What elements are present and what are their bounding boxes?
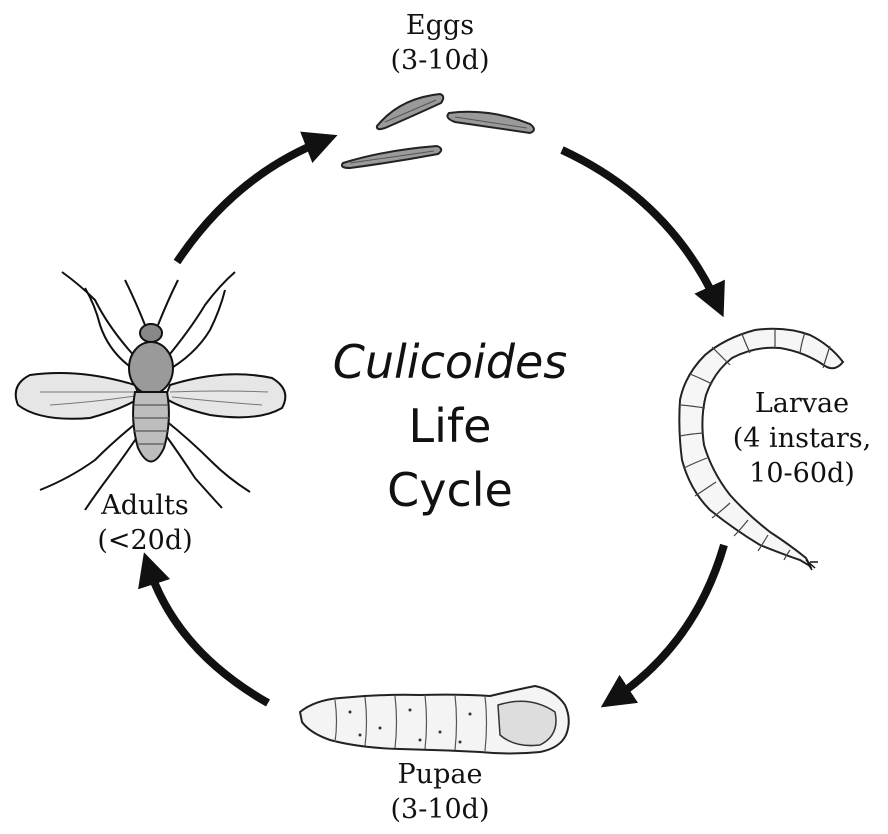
title-line2: Life bbox=[270, 394, 630, 458]
larvae-label: Larvae (4 instars, 10-60d) bbox=[716, 386, 888, 491]
diagram-title: Culicoides Life Cycle bbox=[270, 330, 630, 522]
larvae-duration-line1: (4 instars, bbox=[716, 421, 888, 456]
title-genus: Culicoides bbox=[270, 330, 630, 394]
adults-label: Adults (<20d) bbox=[70, 488, 220, 558]
pupae-label: Pupae (3-10d) bbox=[360, 757, 520, 827]
title-line3: Cycle bbox=[270, 458, 630, 522]
eggs-duration: (3-10d) bbox=[360, 43, 520, 78]
pupae-name: Pupae bbox=[360, 757, 520, 792]
larvae-duration-line2: 10-60d) bbox=[716, 456, 888, 491]
eggs-illustration bbox=[342, 94, 534, 168]
larvae-name: Larvae bbox=[716, 386, 888, 421]
eggs-name: Eggs bbox=[360, 8, 520, 43]
pupa-illustration bbox=[300, 686, 569, 754]
eggs-label: Eggs (3-10d) bbox=[360, 8, 520, 78]
adults-duration: (<20d) bbox=[70, 523, 220, 558]
adults-name: Adults bbox=[70, 488, 220, 523]
pupae-duration: (3-10d) bbox=[360, 792, 520, 827]
adult-midge-illustration bbox=[16, 272, 286, 510]
